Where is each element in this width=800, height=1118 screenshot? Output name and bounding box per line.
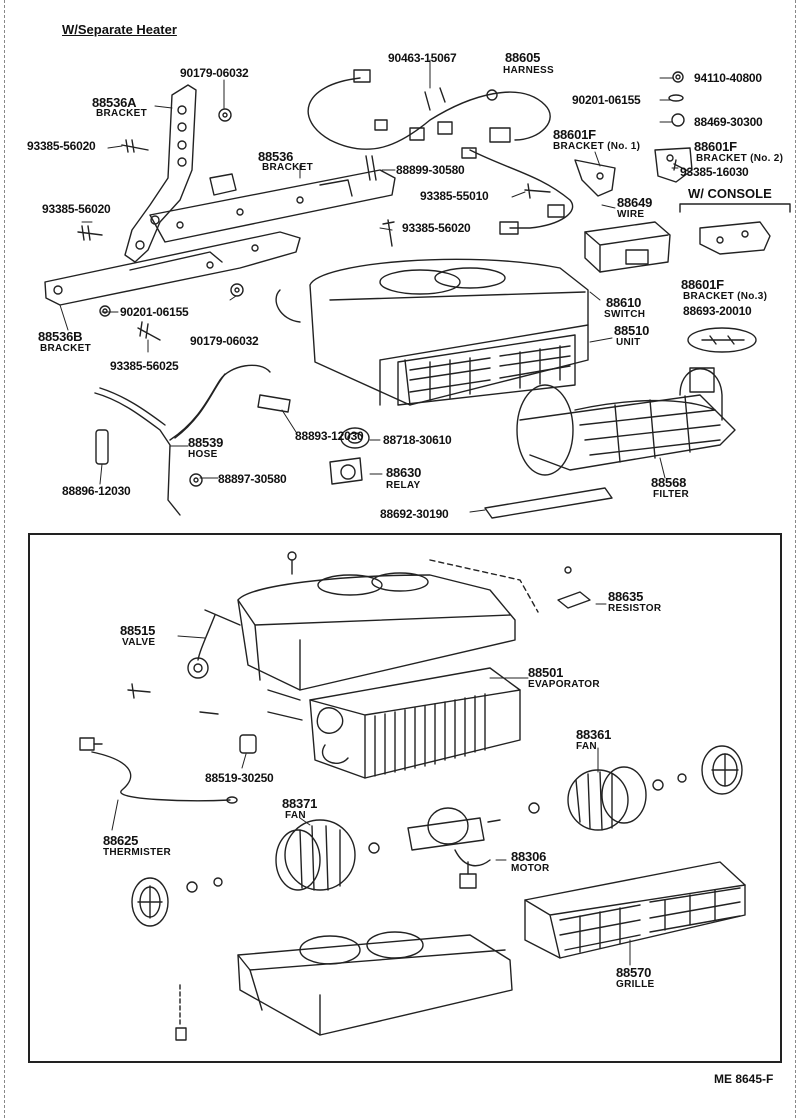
part-88510-name: UNIT — [616, 337, 641, 348]
part-88510-number: 88510 — [614, 323, 650, 338]
part-88536B-number: 88536B — [38, 329, 83, 344]
part-93385-16030-number: 93385-16030 — [680, 165, 749, 179]
part-88539-name: HOSE — [188, 449, 218, 460]
thermister-88625-drawing — [79, 737, 238, 804]
part-90463-15067-number: 90463-15067 — [388, 51, 457, 65]
part-88501-number: 88501 — [528, 665, 564, 680]
grille-88570-drawing — [524, 861, 746, 959]
part-90201-06155-number-a: 90201-06155 — [572, 93, 641, 107]
part-88893-12030-number: 88893-12030 — [295, 429, 364, 443]
part-88630-name: RELAY — [386, 480, 421, 491]
part-88306-name: MOTOR — [511, 863, 550, 874]
part-88897-30580-number: 88897-30580 — [218, 472, 287, 486]
part-88899-30580-number: 88899-30580 — [396, 163, 465, 177]
part-94110-40800-number: 94110-40800 — [694, 71, 762, 85]
part-88371-number: 88371 — [282, 796, 318, 811]
motor-88306-drawing — [407, 802, 540, 889]
part-93385-56025-number: 93385-56025 — [110, 359, 179, 373]
evaporator-88501-drawing — [267, 667, 521, 779]
bolts-group-top-left — [77, 108, 551, 341]
filter-88568-drawing — [516, 367, 736, 476]
part-88361-name: FAN — [576, 741, 597, 752]
bracket-88536B-drawing — [44, 231, 301, 306]
part-88605-number: 88605 — [505, 50, 541, 65]
strip-88692-drawing — [484, 487, 613, 519]
part-88536-name: BRACKET — [262, 162, 313, 173]
part-93385-55010-number: 93385-55010 — [420, 189, 489, 203]
bracket-88536A-drawing — [124, 84, 197, 263]
part-88601F-no2-number: 88601F — [694, 139, 737, 154]
fan-88371-drawing — [131, 819, 380, 927]
resistor-88635-drawing — [557, 566, 591, 609]
right-page-edge — [795, 0, 796, 1118]
part-88610-name: SWITCH — [604, 309, 646, 320]
part-88539-number: 88539 — [188, 435, 224, 450]
lower-case-drawing — [175, 931, 513, 1041]
part-88515-name: VALVE — [122, 637, 156, 648]
part-88536A-name: BRACKET — [96, 108, 147, 119]
left-page-edge — [4, 0, 5, 1118]
part-88605-name: HARNESS — [503, 65, 554, 76]
part-88568-name: FILTER — [653, 489, 690, 500]
bracket-88536-drawing — [149, 169, 396, 243]
part-88570-name: GRILLE — [616, 979, 655, 990]
part-93385-56020-number-b: 93385-56020 — [42, 202, 111, 216]
part-93385-56020-number-a: 93385-56020 — [27, 139, 96, 153]
part-88649-name: WIRE — [617, 209, 645, 220]
part-88601F-no1-name: BRACKET (No. 1) — [553, 141, 641, 152]
part-88625-name: THERMISTER — [103, 847, 171, 858]
hose-88539-drawing — [94, 364, 291, 516]
fan-88361-drawing — [567, 745, 743, 831]
footer-code: ME 8645-F — [714, 1072, 774, 1086]
part-88371-name: FAN — [285, 810, 306, 821]
part-88601F-no1-number: 88601F — [553, 127, 596, 142]
part-88536A-number: 88536A — [92, 95, 137, 110]
part-88610-number: 88610 — [606, 295, 642, 310]
part-88718-30610-number: 88718-30610 — [383, 433, 452, 447]
part-88601F-no3-number: 88601F — [681, 277, 724, 292]
unit-exploded-view-frame — [28, 533, 782, 1063]
part-88630-number: 88630 — [386, 465, 422, 480]
part-88649-number: 88649 — [617, 195, 653, 210]
part-88601F-no2-name: BRACKET (No. 2) — [696, 153, 784, 164]
switch-88610-drawing — [584, 221, 671, 273]
part-88536B-name: BRACKET — [40, 343, 91, 354]
unit-88510-drawing — [275, 258, 589, 406]
wire-88649-drawing — [469, 149, 574, 235]
part-88635-name: RESISTOR — [608, 603, 662, 614]
part-88570-number: 88570 — [616, 965, 652, 980]
part-88536-number: 88536 — [258, 149, 294, 164]
part-88306-number: 88306 — [511, 849, 547, 864]
part-90179-06032-number: 90179-06032 — [180, 66, 249, 80]
part-88625-number: 88625 — [103, 833, 139, 848]
top-case-drawing — [237, 551, 539, 691]
part-88568-number: 88568 — [651, 475, 687, 490]
console-caption: W/ CONSOLE — [688, 186, 772, 201]
valve-88515-drawing — [127, 609, 241, 715]
part-88515-number: 88515 — [120, 623, 156, 638]
part-88469-30300-number: 88469-30300 — [694, 115, 763, 129]
leader-lines — [59, 59, 679, 966]
diagram-caption: W/Separate Heater — [62, 22, 177, 37]
label-88693-drawing — [687, 327, 757, 353]
part-93385-56020-number-c: 93385-56020 — [402, 221, 471, 235]
cap-88519-drawing — [239, 734, 257, 754]
part-90179-06032-number-b: 90179-06032 — [190, 334, 259, 348]
part-88693-20010-number: 88693-20010 — [683, 304, 752, 318]
part-90201-06155-number-b: 90201-06155 — [120, 305, 189, 319]
part-88635-number: 88635 — [608, 589, 644, 604]
harness-88605-drawing — [307, 69, 551, 159]
part-88692-30190-number: 88692-30190 — [380, 507, 449, 521]
brackets-88601F-drawing — [574, 71, 771, 255]
part-88519-30250-number: 88519-30250 — [205, 771, 274, 785]
part-88896-12030-number: 88896-12030 — [62, 484, 131, 498]
part-88361-number: 88361 — [576, 727, 612, 742]
part-88501-name: EVAPORATOR — [528, 679, 600, 690]
clamp-relay-drawing — [329, 427, 370, 485]
console-bracket-line — [679, 203, 791, 213]
part-88601F-no3-name: BRACKET (No.3) — [683, 291, 768, 302]
